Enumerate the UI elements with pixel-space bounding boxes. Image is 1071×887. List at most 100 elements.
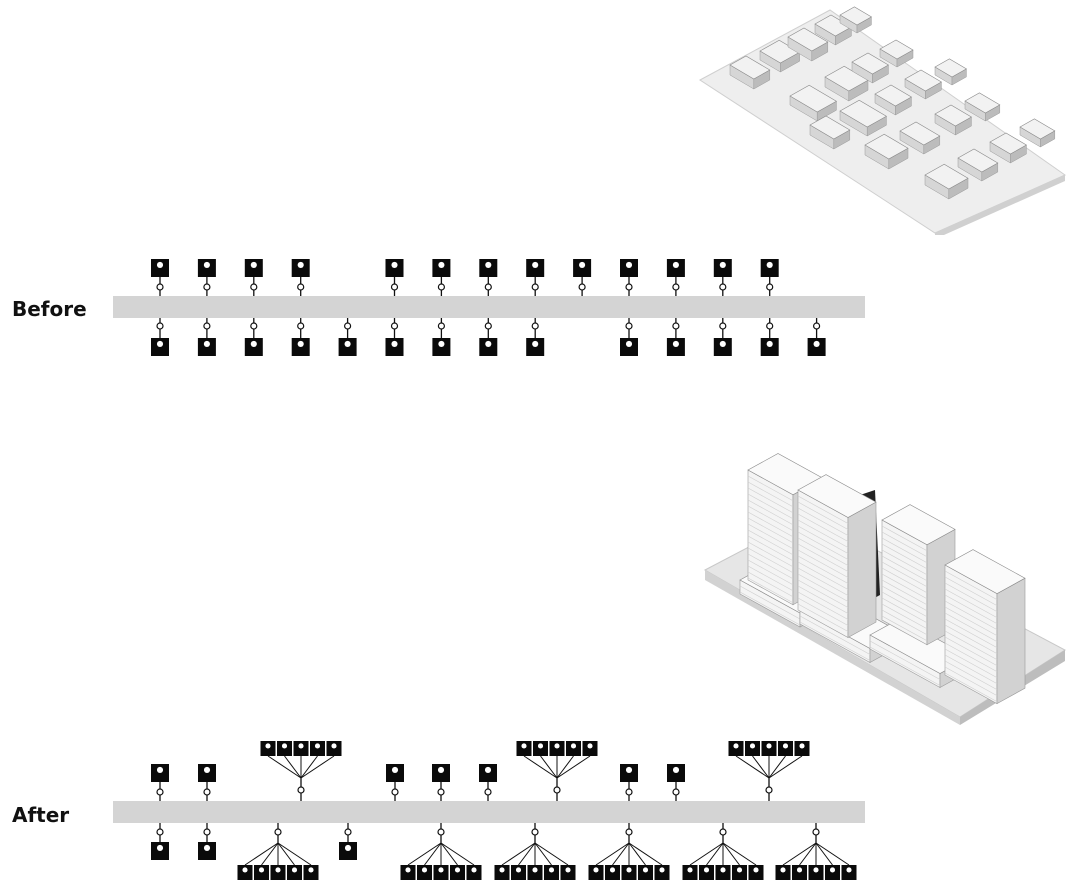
after-top-fan-line: [556, 755, 591, 779]
after-top-fan-line: [735, 755, 770, 779]
tower-floor-line: [944, 570, 998, 600]
after-bottom-cluster-unit-dot: [829, 867, 836, 873]
after-top-fan-line: [556, 755, 574, 779]
after-top-unit-dot: [672, 766, 680, 773]
before-bottom-connector-node: [390, 322, 399, 330]
tower-floor-line: [944, 600, 998, 630]
after-top-connector-node: [437, 788, 445, 796]
after-top-cluster-unit-dot: [733, 743, 739, 749]
before-bottom-connector-node: [531, 322, 539, 330]
after-top-cluster-unit-dot: [331, 743, 337, 749]
after-bottom-unit-dot: [203, 844, 211, 851]
tower-roof: [944, 549, 1026, 594]
after-bottom-fan-line: [782, 842, 817, 866]
after-bottom-cluster-unit-dot: [548, 867, 555, 873]
low-rise-buildings: [729, 6, 1056, 200]
before-bottom-connector-node: [203, 322, 211, 330]
after-top-fan-line: [540, 755, 558, 779]
after-bottom-cluster-connector-node: [531, 828, 539, 836]
after-bottom-fan-line: [534, 842, 569, 866]
after-bottom-cluster-unit-dot: [736, 867, 743, 873]
after-bottom-cluster-unit-dot: [421, 867, 428, 873]
tower-floor-line: [797, 567, 849, 596]
before-bottom-unit: [244, 338, 263, 356]
before-corridor: [113, 296, 865, 318]
after-bottom-fan-line: [440, 842, 458, 866]
after-bottom-fan-line: [628, 842, 646, 866]
after-top-cluster-unit-dot: [298, 743, 304, 749]
low-rise-building-top: [957, 148, 999, 173]
after-bottom-fan-line: [534, 842, 552, 866]
after-top-unit-dot: [391, 766, 399, 773]
after-bottom-cluster-unit-dot: [291, 867, 298, 873]
podium-block-floor-line: [869, 640, 941, 680]
before-bottom-connector-node: [719, 322, 727, 330]
after-bottom-fan-line: [815, 842, 833, 866]
after-bottom-cluster-connector-node: [719, 828, 727, 836]
tower-floor-line: [747, 541, 794, 568]
after-top-cluster-unit-dot: [749, 743, 756, 749]
tower-floor-line: [797, 585, 849, 614]
after-top-cluster-unit-dot: [314, 743, 321, 749]
tower-floor-line: [944, 648, 998, 678]
after-bottom-cluster-connector-node: [625, 828, 633, 836]
before-top-connector-node: [297, 283, 305, 291]
after-top-unit-dot: [203, 766, 211, 773]
before-top-unit-dot: [391, 261, 398, 268]
after-bottom-cluster-unit-dot: [796, 867, 803, 873]
low-rise-building-top: [899, 121, 941, 146]
before-top-connector-node: [531, 283, 539, 291]
before-bottom-unit-dot: [766, 340, 773, 347]
after-bottom-cluster-unit-dot: [258, 867, 265, 873]
tower-floor-line: [747, 517, 794, 544]
tower-floor-line: [797, 543, 849, 572]
tower-floor-line: [747, 487, 794, 514]
after-top-fan-line: [300, 755, 335, 779]
low-rise-building-top: [851, 52, 890, 75]
after-top-cluster-connector-node: [765, 786, 773, 794]
tower-floor-line: [797, 597, 849, 626]
low-rise-building-top: [864, 133, 909, 160]
tower-floor-line: [747, 481, 794, 508]
before-top-unit-dot: [250, 261, 257, 268]
before-top-connector-node: [156, 283, 164, 291]
before-bottom-unit-dot: [672, 340, 679, 347]
tower-floor-line: [797, 495, 849, 524]
after-top-fan-line: [300, 755, 318, 779]
after-bottom-fan-line: [689, 842, 724, 866]
tower-roof: [881, 504, 956, 546]
after-bottom-cluster-unit-dot: [780, 867, 786, 873]
tower-floor-line: [944, 642, 998, 672]
tower-floor-line: [747, 499, 794, 526]
low-rise-building-top: [934, 104, 973, 127]
low-rise-building-top: [789, 84, 838, 113]
tower-floor-line: [881, 609, 928, 636]
after-bottom-cluster-unit-dot: [813, 867, 819, 873]
high-rise-block-model: [703, 453, 1066, 725]
podium-block-floor-line: [739, 591, 801, 626]
after-top-connector-node: [672, 788, 680, 796]
before-top-unit-dot: [532, 261, 539, 268]
before-bottom-unit-dot: [532, 340, 539, 347]
after-bottom-fan-line: [518, 842, 536, 866]
before-bottom-connector-node: [672, 322, 680, 330]
before-bottom-unit-dot: [203, 340, 210, 347]
after-bottom-connector-node: [344, 828, 352, 836]
tower-floor-line: [747, 505, 794, 532]
before-bottom-connector-node: [344, 322, 352, 330]
low-rise-building-top: [839, 6, 873, 26]
before-top-units: [151, 259, 779, 296]
after-bottom-fan-line: [612, 842, 630, 866]
low-rise-block-model: [699, 6, 1067, 235]
after-corridor: [113, 801, 865, 823]
after-top-cluster-unit-dot: [570, 743, 577, 749]
after-bottom-connector-node: [203, 828, 211, 836]
before-bottom-unit-dot: [344, 340, 351, 347]
tower-floor-line: [797, 507, 849, 536]
tower-floor-line: [797, 561, 849, 590]
tower-floor-line: [797, 513, 849, 542]
tower-floor-line: [747, 565, 794, 592]
before-top-connector-node: [437, 283, 445, 291]
after-top-connector-node: [484, 788, 492, 796]
